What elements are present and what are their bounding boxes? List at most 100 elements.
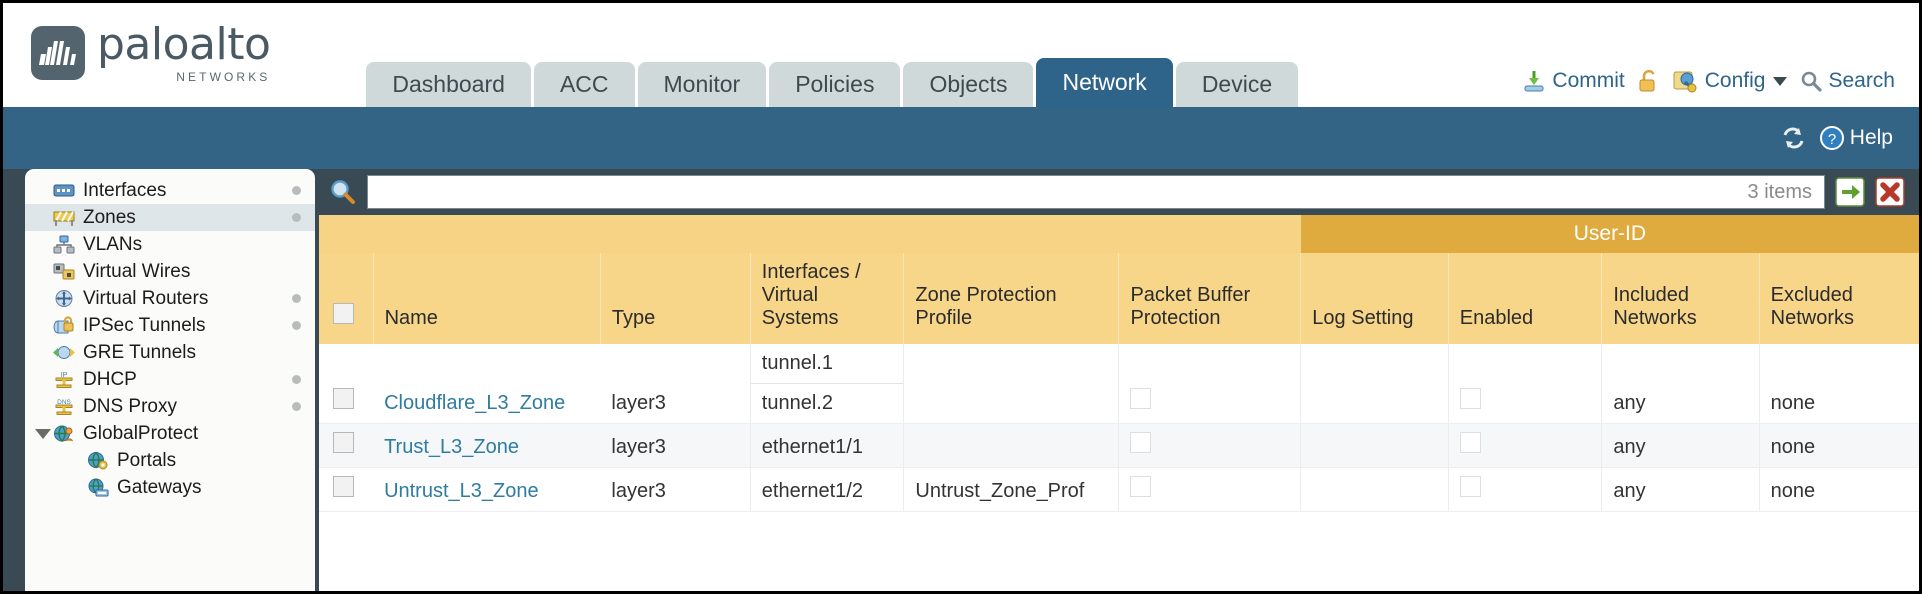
status-dot [292,213,301,222]
zone-link[interactable]: Trust_L3_Zone [384,436,519,458]
commit-icon [1524,71,1544,92]
select-all-header[interactable] [319,253,374,344]
sidebar-item-ipsec-tunnels[interactable]: IPSec Tunnels [25,312,315,339]
group-header-row: User-ID [319,215,1919,253]
table-row[interactable]: Trust_L3_Zone layer3 ethernet1/1 [319,423,1919,468]
row-checkbox[interactable] [333,476,354,497]
cell-userid-enabled[interactable] [1447,467,1602,512]
lock-icon[interactable] [1638,69,1660,93]
cell-name[interactable]: Untrust_L3_Zone [373,467,601,512]
interface-entry: tunnel.1 [750,344,904,384]
userid-enabled-checkbox[interactable] [1459,388,1481,409]
config-menu[interactable]: Config [1673,69,1788,93]
expander-triangle-icon[interactable] [35,428,51,439]
column-header-excluded-networks[interactable]: Excluded Networks [1758,253,1919,344]
brand-name: paloalto [97,19,271,70]
status-dot [292,186,301,195]
tab-network[interactable]: Network [1036,57,1173,107]
commit-button[interactable]: Commit [1522,69,1625,93]
cell-userid-enabled[interactable] [1447,344,1602,424]
column-header-log-setting[interactable]: Log Setting [1300,253,1449,344]
row-select-cell[interactable] [319,423,374,468]
table-row[interactable]: Untrust_L3_Zone layer3 ethernet1/2 Untru… [319,467,1919,512]
status-dot [292,294,301,303]
userid-enabled-checkbox[interactable] [1459,432,1481,453]
zones-table: User-ID Name Type Interfaces / Virtual S… [319,215,1919,512]
sidebar-item-virtual-wires[interactable]: Virtual Wires [25,258,315,285]
sidebar-label: Zones [83,206,136,228]
row-checkbox[interactable] [333,432,354,453]
brand-logo[interactable]: paloalto NETWORKS [3,19,271,107]
search-button[interactable]: Search [1800,69,1895,93]
tab-objects[interactable]: Objects [903,61,1034,107]
packet-buffer-protection-checkbox[interactable] [1130,388,1152,409]
globalprotect-icon [54,425,73,443]
sidebar-item-zones[interactable]: Zones [25,204,315,231]
sidebar-item-gateways[interactable]: Gateways [25,474,315,501]
column-header-enabled[interactable]: Enabled [1447,253,1602,344]
sidebar-label: GlobalProtect [83,422,199,444]
column-header-type[interactable]: Type [599,253,751,344]
help-button[interactable]: ? Help [1819,125,1893,151]
chevron-down-icon[interactable] [1773,76,1788,86]
clear-filter-button[interactable] [1875,177,1905,207]
packet-buffer-protection-checkbox[interactable] [1130,476,1152,497]
column-header-name[interactable]: Name [372,253,601,344]
main-content: 3 items [315,169,1919,591]
packet-buffer-protection-checkbox[interactable] [1130,432,1152,453]
item-count: 3 items [1747,180,1812,203]
column-header-included-networks[interactable]: Included Networks [1601,253,1760,344]
tab-policies[interactable]: Policies [769,61,901,107]
cell-userid-enabled[interactable] [1447,423,1602,468]
column-header-row: Name Type Interfaces / Virtual Systems Z… [319,253,1919,344]
sidebar-item-gre-tunnels[interactable]: GRE Tunnels [25,339,315,366]
sidebar-item-globalprotect[interactable]: GlobalProtect [25,420,315,447]
cell-type: layer3 [600,344,751,424]
row-checkbox[interactable] [333,388,354,409]
column-header-interfaces[interactable]: Interfaces / Virtual Systems [749,253,904,344]
sidebar-item-virtual-routers[interactable]: Virtual Routers [25,285,315,312]
refresh-icon[interactable] [1781,126,1807,150]
interfaces-icon [53,184,75,197]
svg-text:DNS: DNS [57,399,71,406]
select-all-checkbox[interactable] [333,303,354,324]
gateways-icon [88,478,109,497]
zone-link[interactable]: Cloudflare_L3_Zone [384,392,566,414]
cell-packet-buffer-protection[interactable] [1118,467,1301,512]
row-select-cell[interactable] [319,344,374,424]
sidebar-item-interfaces[interactable]: Interfaces [25,177,315,204]
tab-dashboard[interactable]: Dashboard [366,61,531,107]
zone-link[interactable]: Untrust_L3_Zone [384,480,539,502]
portals-icon [88,452,108,470]
status-dot [292,375,301,384]
table-body: Cloudflare_L3_Zone layer3 tunnel.1 tunne… [319,344,1919,512]
virtual-wires-icon [53,263,75,280]
column-header-zone-protection-profile[interactable]: Zone Protection Profile [903,253,1119,344]
userid-enabled-checkbox[interactable] [1459,476,1481,497]
sidebar-label: GRE Tunnels [83,341,196,363]
row-select-cell[interactable] [319,467,374,512]
cell-zone-protection-profile: Untrust_Zone_Prof [903,467,1119,512]
table-row[interactable]: Cloudflare_L3_Zone layer3 tunnel.1 tunne… [319,344,1919,424]
cell-interfaces: ethernet1/1 [749,423,904,468]
cell-name[interactable]: Cloudflare_L3_Zone [373,344,601,424]
sidebar-item-portals[interactable]: Portals [25,447,315,474]
cell-name[interactable]: Trust_L3_Zone [373,423,601,468]
tab-monitor[interactable]: Monitor [637,61,767,107]
sidebar-item-vlans[interactable]: VLANs [25,231,315,258]
tab-acc[interactable]: ACC [533,61,635,107]
group-header-user-id: User-ID [1300,215,1919,253]
cell-packet-buffer-protection[interactable] [1118,344,1301,424]
cell-excluded-networks: none [1758,423,1919,468]
config-icon [1673,71,1697,93]
tab-device[interactable]: Device [1175,61,1299,107]
filter-search-icon[interactable] [329,178,357,206]
apply-filter-button[interactable] [1835,177,1865,207]
filter-input[interactable]: 3 items [367,175,1825,209]
column-header-packet-buffer-protection[interactable]: Packet Buffer Protection [1118,253,1301,344]
sidebar-item-dns-proxy[interactable]: DNS DNS Proxy [25,393,315,420]
cell-packet-buffer-protection[interactable] [1118,423,1301,468]
sidebar-label: Gateways [117,476,202,498]
sidebar-item-dhcp[interactable]: IP DHCP [25,366,315,393]
